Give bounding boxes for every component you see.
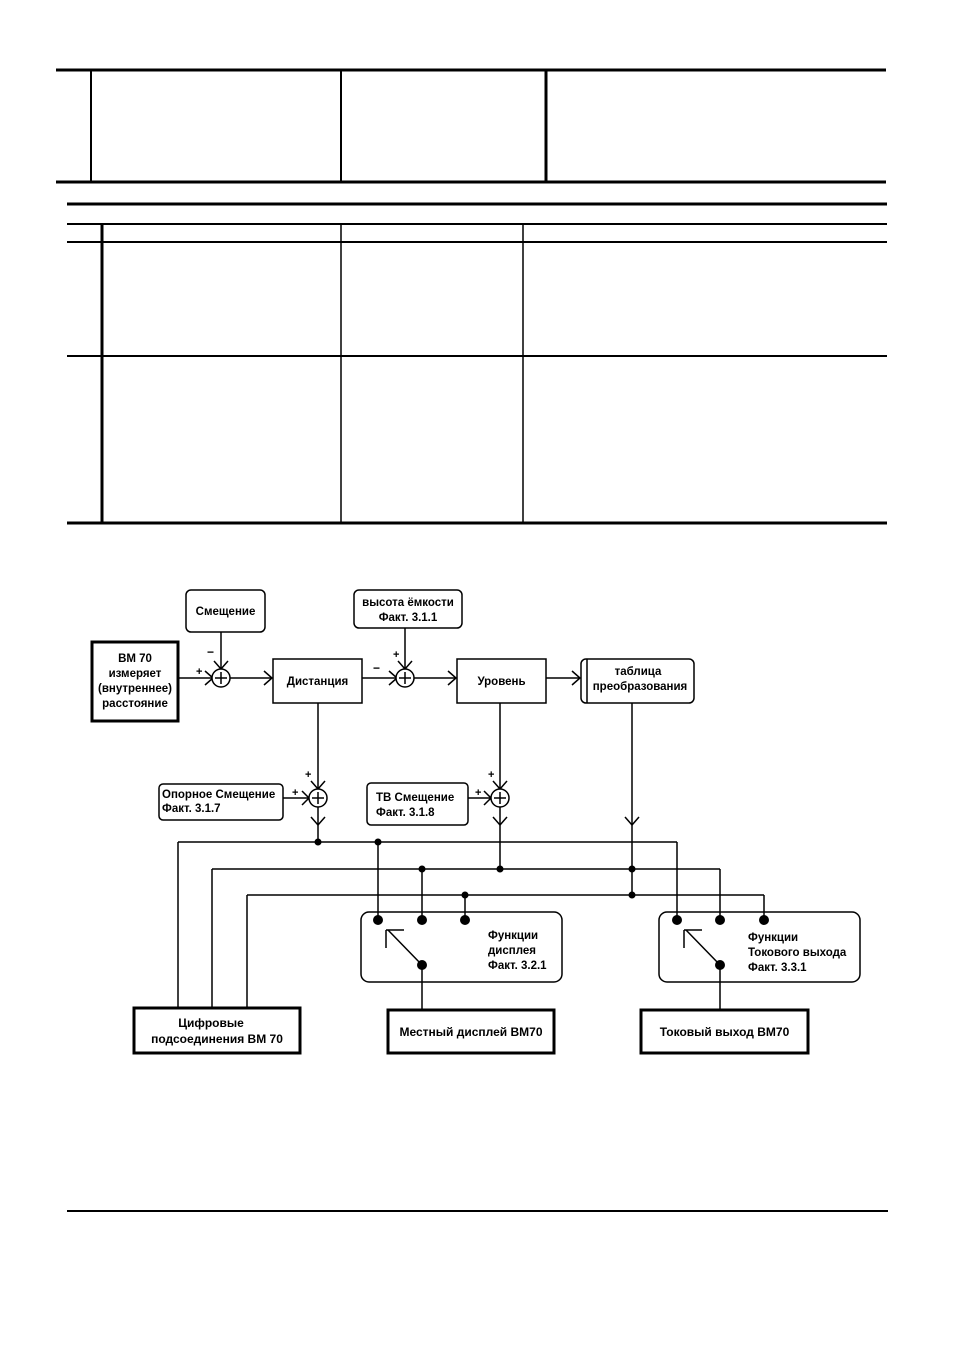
svg-text:подсоединения BM 70: подсоединения BM 70	[151, 1032, 283, 1046]
offset-block: Смещение	[185, 589, 266, 633]
sign-minus-1: −	[207, 645, 214, 659]
sign-minus-2: −	[373, 661, 380, 675]
svg-text:Функции: Функции	[488, 930, 538, 942]
svg-text:преобразования: преобразования	[593, 681, 688, 693]
sign-plus-5: +	[488, 769, 494, 781]
local-display-block: Местный дисплей BM70	[386, 1008, 556, 1055]
page-header-table	[56, 68, 887, 525]
svg-text:BM 70: BM 70	[118, 653, 152, 665]
distance-block: Дистанция	[272, 658, 363, 704]
display-functions-block: Функции дисплея Факт. 3.2.1	[360, 911, 563, 983]
svg-text:дисплея: дисплея	[488, 945, 536, 957]
svg-text:Смещение: Смещение	[196, 606, 256, 618]
summing-junction-1	[211, 668, 231, 688]
svg-text:Местный дисплей BM70: Местный дисплей BM70	[399, 1025, 542, 1039]
svg-text:Токового выхода: Токового выхода	[748, 947, 847, 959]
sign-plus-1: +	[196, 666, 202, 678]
sign-plus-4: +	[292, 787, 298, 799]
current-output-block: Токовый выход BM70	[639, 1008, 810, 1055]
tb-offset-block: ТВ Смещение Факт. 3.1.8	[366, 782, 469, 826]
svg-text:Факт. 3.2.1: Факт. 3.2.1	[488, 960, 547, 972]
footer-rule	[67, 1210, 888, 1212]
svg-text:Дистанция: Дистанция	[287, 676, 348, 688]
svg-text:измеряет: измеряет	[109, 668, 162, 680]
bm70-measures-block: BM 70 измеряет (внутреннее) расстояние	[90, 640, 180, 723]
level-block: Уровень	[456, 658, 547, 704]
sign-plus-6: +	[475, 787, 481, 799]
svg-text:(внутреннее): (внутреннее)	[98, 683, 172, 695]
tank-height-block: высота ёмкости Факт. 3.1.1	[353, 589, 463, 629]
reference-offset-block: Опорное Смещение Факт. 3.1.7	[158, 783, 284, 821]
svg-text:Факт. 3.1.1: Факт. 3.1.1	[379, 612, 438, 624]
svg-text:Функции: Функции	[748, 932, 798, 944]
svg-text:Цифровые: Цифровые	[178, 1016, 244, 1030]
sign-plus-3: +	[305, 769, 311, 781]
summing-junction-4	[490, 788, 510, 808]
svg-text:Факт. 3.1.8: Факт. 3.1.8	[376, 807, 435, 819]
svg-text:Токовый выход BM70: Токовый выход BM70	[660, 1025, 790, 1039]
summing-junction-3	[308, 788, 328, 808]
svg-text:Факт. 3.3.1: Факт. 3.3.1	[748, 962, 807, 974]
svg-text:высота ёмкости: высота ёмкости	[362, 597, 454, 609]
svg-text:таблица: таблица	[615, 666, 662, 678]
current-output-functions-block: Функции Токового выхода Факт. 3.3.1	[658, 911, 861, 983]
conversion-table-block: таблица преобразования	[580, 658, 695, 704]
svg-text:расстояние: расстояние	[102, 698, 168, 710]
digital-connections-block: Цифровые подсоединения BM 70	[132, 1006, 302, 1055]
summing-junction-2	[395, 668, 415, 688]
svg-text:Факт. 3.1.7: Факт. 3.1.7	[162, 803, 221, 815]
svg-text:Уровень: Уровень	[477, 676, 525, 688]
svg-text:ТВ Смещение: ТВ Смещение	[376, 792, 454, 804]
svg-text:Опорное Смещение: Опорное Смещение	[162, 789, 275, 801]
sign-plus-2: +	[393, 649, 399, 661]
